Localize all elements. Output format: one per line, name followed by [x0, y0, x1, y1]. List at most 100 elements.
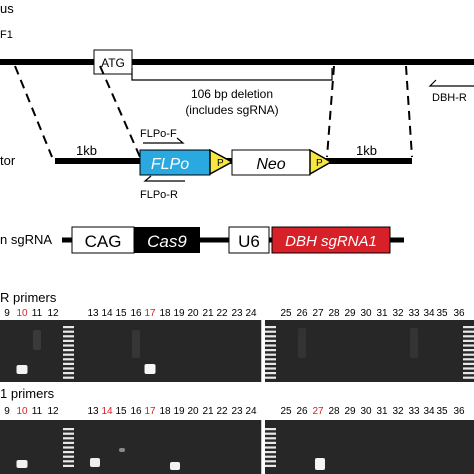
dbh-r-label: DBH-R	[432, 92, 467, 104]
ladder-band	[265, 372, 276, 375]
gel-top-lane-label: 25	[280, 308, 292, 319]
gel-top-lane-label: 23	[231, 308, 243, 319]
ladder-band	[463, 349, 474, 352]
ladder-band	[265, 344, 276, 347]
faint-band	[119, 448, 125, 452]
gel-top-lane-label: 16	[130, 308, 142, 319]
p-marker-right	[309, 148, 333, 176]
ladder-band	[265, 349, 276, 352]
gel-bottom-lane-label: 17	[144, 406, 156, 417]
ladder-band	[463, 344, 474, 347]
p-left-label: P	[217, 158, 224, 169]
gel-top-image-left	[0, 320, 262, 382]
gel-top-bands	[16, 320, 474, 382]
gel-top-lane-label: 15	[115, 308, 127, 319]
ladder-band	[463, 372, 474, 375]
gel-bottom-lane-label: 21	[202, 406, 214, 417]
pcr-band-lane-10	[16, 460, 28, 468]
ladder-band	[63, 428, 74, 431]
gel-bottom-lane-label: 36	[453, 406, 465, 417]
gel-top-lane-label: 24	[245, 308, 257, 319]
ladder-band	[63, 455, 74, 458]
gel-bottom-lane-label: 35	[436, 406, 448, 417]
gel-top-lane-label: 21	[202, 308, 214, 319]
ladder-band	[265, 441, 276, 444]
gel-top-title: R primers	[0, 290, 57, 305]
smear-band	[410, 328, 418, 358]
gel-top-lane-label: 9	[4, 308, 10, 319]
cag-label: CAG	[85, 232, 122, 251]
u6-box	[228, 226, 270, 254]
ladder-band	[63, 376, 74, 379]
gel-bottom-image-right	[265, 420, 474, 474]
pcr-band-lane-17	[144, 364, 156, 374]
ladder-band	[463, 367, 474, 370]
ladder-band	[265, 437, 276, 440]
ladder-band	[63, 330, 74, 333]
ladder-band	[265, 330, 276, 333]
homology-line	[99, 65, 141, 158]
locus-label: us	[0, 1, 14, 16]
dbh-sgrna-box	[271, 226, 391, 254]
gel-bottom-lane-label: 31	[376, 406, 388, 417]
ladder-band	[63, 326, 74, 329]
ladder-band	[265, 432, 276, 435]
gel-bottom-lane-label: 32	[392, 406, 404, 417]
gel-top-lane-label: 13	[87, 308, 99, 319]
gel-bottom-lane-label: 20	[187, 406, 199, 417]
gel-top-lane-label: 14	[101, 308, 113, 319]
p-right-label: P	[316, 158, 323, 169]
gel-top-lane-label: 30	[360, 308, 372, 319]
ladder-band	[63, 446, 74, 449]
gel-bottom-bands	[16, 420, 325, 474]
ladder-band	[63, 460, 74, 463]
ladder-band	[265, 362, 276, 365]
ladder-band	[63, 344, 74, 347]
gel-top-lane-label: 32	[392, 308, 404, 319]
gel-top-lane-label: 19	[173, 308, 185, 319]
deletion-label-1: 106 bp deletion	[191, 87, 273, 101]
gel-bottom-lane-label: 12	[47, 406, 59, 417]
flpo-f-label: FLPo-F	[140, 128, 177, 140]
flpo-r-label: FLPo-R	[140, 189, 178, 201]
gel-top-lane-label: 22	[216, 308, 228, 319]
ladder-band	[265, 428, 276, 431]
gel-bottom-lane-label: 13	[87, 406, 99, 417]
ladder-band	[265, 455, 276, 458]
gel-bottom-lane-label: 27	[312, 406, 324, 417]
homology-line	[14, 65, 53, 158]
gel-bottom-lane-label: 19	[173, 406, 185, 417]
gel-top-lane-label: 36	[453, 308, 465, 319]
flpo-box	[139, 149, 211, 176]
ladder-band	[463, 376, 474, 379]
ladder-band	[463, 362, 474, 365]
cas9-label: Cas9	[147, 232, 187, 251]
gel-bottom-lane-label: 33	[408, 406, 420, 417]
ladder-band	[265, 376, 276, 379]
ladder-band	[463, 358, 474, 361]
flpo-r-arrow	[143, 175, 185, 182]
dbh-sgrna-label: DBH sgRNA1	[285, 233, 377, 250]
ladder-band	[265, 460, 276, 463]
gel-top-lane-label: 29	[344, 308, 356, 319]
ladder-band	[63, 362, 74, 365]
deletion-label-2: (includes sgRNA)	[185, 103, 278, 117]
gel-bottom-lane-label: 22	[216, 406, 228, 417]
gel-bottom-lane-label: 29	[344, 406, 356, 417]
gel-top-lane-label: 33	[408, 308, 420, 319]
gel-top-lane-label: 11	[32, 308, 43, 319]
smear-band	[33, 330, 41, 350]
ladder-band	[265, 326, 276, 329]
atg-label: ATG	[101, 56, 125, 70]
left-arm-label: 1kb	[76, 143, 97, 158]
ladder-band	[265, 353, 276, 356]
ladder-band	[63, 441, 74, 444]
ladder-band	[63, 464, 74, 467]
pcr-band-lane-17	[170, 462, 180, 470]
gel-top-lane-label: 12	[47, 308, 59, 319]
ladder-band	[463, 330, 474, 333]
pcr-band-lane-14	[90, 458, 100, 467]
gel-bottom-image-left	[0, 420, 262, 474]
u6-label: U6	[238, 232, 260, 251]
